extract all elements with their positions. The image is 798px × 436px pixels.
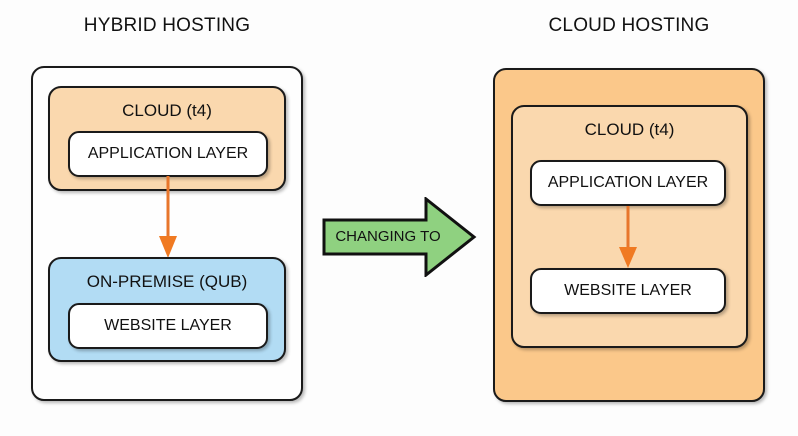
cloud-application-layer-box: APPLICATION LAYER xyxy=(530,160,726,206)
hybrid-onpremise-group-label: ON-PREMISE (QUB) xyxy=(86,272,248,291)
cloud-flow-arrow-icon xyxy=(619,206,637,268)
hybrid-website-layer-box: WEBSITE LAYER xyxy=(68,303,268,349)
hybrid-cloud-group-label: CLOUD (t4) xyxy=(122,101,212,120)
hybrid-flow-arrow-icon xyxy=(159,176,177,258)
hybrid-application-layer-box: APPLICATION LAYER xyxy=(68,131,268,177)
cloud-group-label: CLOUD (t4) xyxy=(584,120,675,139)
cloud-website-layer-box: WEBSITE LAYER xyxy=(530,268,726,314)
hybrid-hosting-title: HYBRID HOSTING xyxy=(83,15,251,36)
changing-to-arrow-icon xyxy=(322,197,477,277)
cloud-hosting-title: CLOUD HOSTING xyxy=(548,15,710,36)
